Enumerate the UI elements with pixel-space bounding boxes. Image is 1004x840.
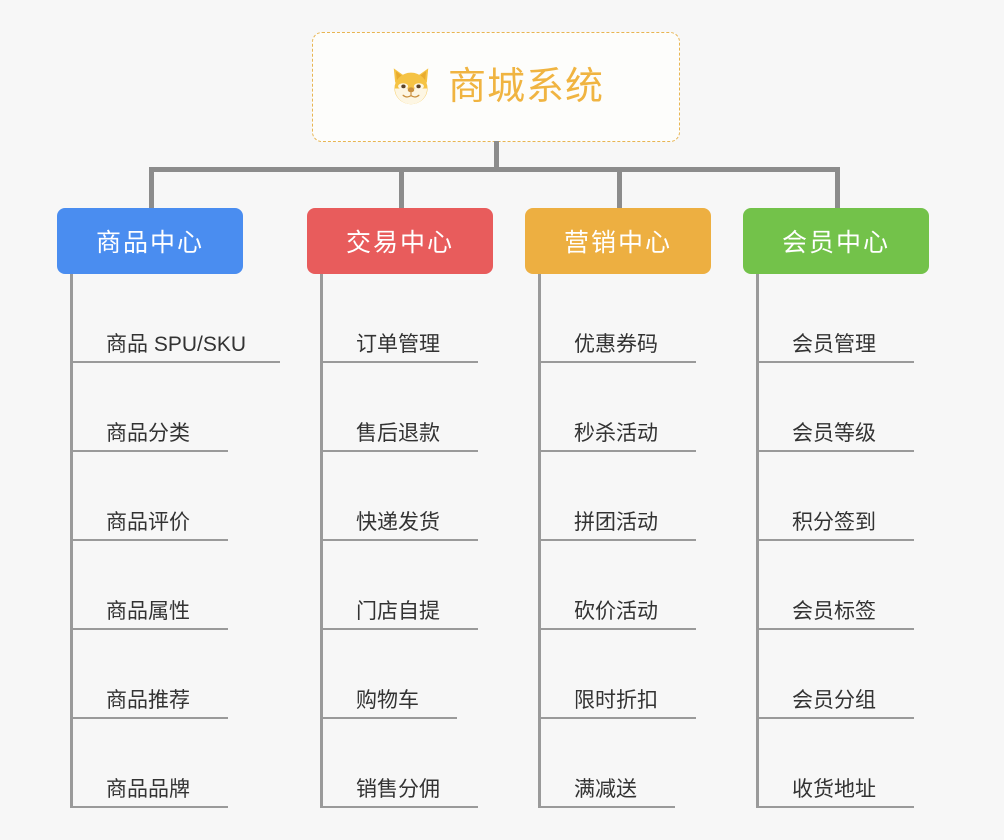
leaf-underline <box>323 450 478 452</box>
leaf-underline <box>323 717 457 719</box>
leaf-item[interactable]: 门店自提 <box>323 541 535 630</box>
leaf-underline <box>73 361 280 363</box>
leaf-underline <box>759 361 914 363</box>
leaf-label: 积分签到 <box>792 510 876 534</box>
leaf-item[interactable]: 商品推荐 <box>73 630 297 719</box>
leaf-item[interactable]: 商品品牌 <box>73 719 297 808</box>
leaf-list-member: 会员管理 会员等级 积分签到 会员标签 会员分组 收货地址 <box>756 274 971 808</box>
leaf-label: 砍价活动 <box>574 599 658 623</box>
leaf-underline <box>73 628 228 630</box>
leaf-item[interactable]: 收货地址 <box>759 719 971 808</box>
connector-drop-1 <box>149 167 154 208</box>
branch-column-product: 商品中心 商品 SPU/SKU 商品分类 商品评价 商品属性 商品推荐 商品品牌 <box>57 208 297 808</box>
leaf-label: 商品属性 <box>106 599 190 623</box>
leaf-item[interactable]: 商品评价 <box>73 452 297 541</box>
leaf-item[interactable]: 商品分类 <box>73 363 297 452</box>
leaf-label: 商品推荐 <box>106 688 190 712</box>
leaf-label: 秒杀活动 <box>574 421 658 445</box>
leaf-label: 门店自提 <box>356 599 440 623</box>
leaf-label: 会员等级 <box>792 421 876 445</box>
leaf-list-product: 商品 SPU/SKU 商品分类 商品评价 商品属性 商品推荐 商品品牌 <box>70 274 297 808</box>
connector-drop-2 <box>399 167 404 208</box>
leaf-item[interactable]: 会员分组 <box>759 630 971 719</box>
leaf-label: 优惠券码 <box>574 332 658 356</box>
leaf-item[interactable]: 订单管理 <box>323 274 535 363</box>
shiba-dog-face-icon <box>393 68 429 105</box>
leaf-label: 商品分类 <box>106 421 190 445</box>
branch-column-member: 会员中心 会员管理 会员等级 积分签到 会员标签 会员分组 收货地址 <box>743 208 971 808</box>
branch-header-marketing[interactable]: 营销中心 <box>525 208 711 274</box>
leaf-item[interactable]: 拼团活动 <box>541 452 753 541</box>
root-node-card[interactable]: 商城系统 <box>312 32 680 142</box>
leaf-item[interactable]: 满减送 <box>541 719 753 808</box>
leaf-underline <box>541 806 675 808</box>
leaf-item[interactable]: 商品 SPU/SKU <box>73 274 297 363</box>
leaf-label: 拼团活动 <box>574 510 658 534</box>
branch-header-trade[interactable]: 交易中心 <box>307 208 493 274</box>
leaf-item[interactable]: 优惠券码 <box>541 274 753 363</box>
leaf-underline <box>759 717 914 719</box>
leaf-item[interactable]: 会员标签 <box>759 541 971 630</box>
leaf-item[interactable]: 会员等级 <box>759 363 971 452</box>
leaf-label: 订单管理 <box>356 332 440 356</box>
leaf-label: 商品品牌 <box>106 777 190 801</box>
leaf-underline <box>541 361 696 363</box>
connector-horizontal-bar <box>149 167 840 172</box>
leaf-label: 会员管理 <box>792 332 876 356</box>
leaf-label: 会员分组 <box>792 688 876 712</box>
leaf-underline <box>73 450 228 452</box>
branch-header-product[interactable]: 商品中心 <box>57 208 243 274</box>
connector-drop-4 <box>835 167 840 208</box>
connector-trunk <box>494 141 499 169</box>
leaf-list-marketing: 优惠券码 秒杀活动 拼团活动 砍价活动 限时折扣 满减送 <box>538 274 753 808</box>
leaf-underline <box>541 628 696 630</box>
leaf-label: 快递发货 <box>356 510 440 534</box>
leaf-item[interactable]: 砍价活动 <box>541 541 753 630</box>
leaf-label: 会员标签 <box>792 599 876 623</box>
leaf-item[interactable]: 销售分佣 <box>323 719 535 808</box>
leaf-label: 购物车 <box>356 688 419 712</box>
leaf-item[interactable]: 秒杀活动 <box>541 363 753 452</box>
leaf-label: 售后退款 <box>356 421 440 445</box>
root-node-title: 商城系统 <box>447 66 604 108</box>
leaf-item[interactable]: 积分签到 <box>759 452 971 541</box>
leaf-underline <box>759 450 914 452</box>
leaf-underline <box>323 539 478 541</box>
leaf-label: 商品评价 <box>106 510 190 534</box>
leaf-underline <box>73 717 228 719</box>
branch-column-marketing: 营销中心 优惠券码 秒杀活动 拼团活动 砍价活动 限时折扣 满减送 <box>525 208 753 808</box>
leaf-underline <box>541 450 696 452</box>
connector-drop-3 <box>617 167 622 208</box>
leaf-item[interactable]: 购物车 <box>323 630 535 719</box>
leaf-underline <box>759 628 914 630</box>
leaf-label: 限时折扣 <box>574 688 658 712</box>
leaf-underline <box>73 806 228 808</box>
leaf-underline <box>73 539 228 541</box>
leaf-underline <box>323 361 478 363</box>
leaf-list-trade: 订单管理 售后退款 快递发货 门店自提 购物车 销售分佣 <box>320 274 535 808</box>
leaf-label: 商品 SPU/SKU <box>106 332 247 356</box>
leaf-underline <box>541 717 696 719</box>
leaf-underline <box>323 806 478 808</box>
leaf-underline <box>759 539 914 541</box>
leaf-item[interactable]: 限时折扣 <box>541 630 753 719</box>
leaf-item[interactable]: 会员管理 <box>759 274 971 363</box>
branch-header-member[interactable]: 会员中心 <box>743 208 929 274</box>
leaf-underline <box>541 539 696 541</box>
leaf-label: 满减送 <box>574 777 637 801</box>
leaf-underline <box>759 806 914 808</box>
leaf-label: 收货地址 <box>792 777 876 801</box>
branch-column-trade: 交易中心 订单管理 售后退款 快递发货 门店自提 购物车 销售分佣 <box>307 208 535 808</box>
leaf-item[interactable]: 快递发货 <box>323 452 535 541</box>
leaf-item[interactable]: 售后退款 <box>323 363 535 452</box>
leaf-underline <box>323 628 478 630</box>
leaf-label: 销售分佣 <box>356 777 440 801</box>
leaf-item[interactable]: 商品属性 <box>73 541 297 630</box>
